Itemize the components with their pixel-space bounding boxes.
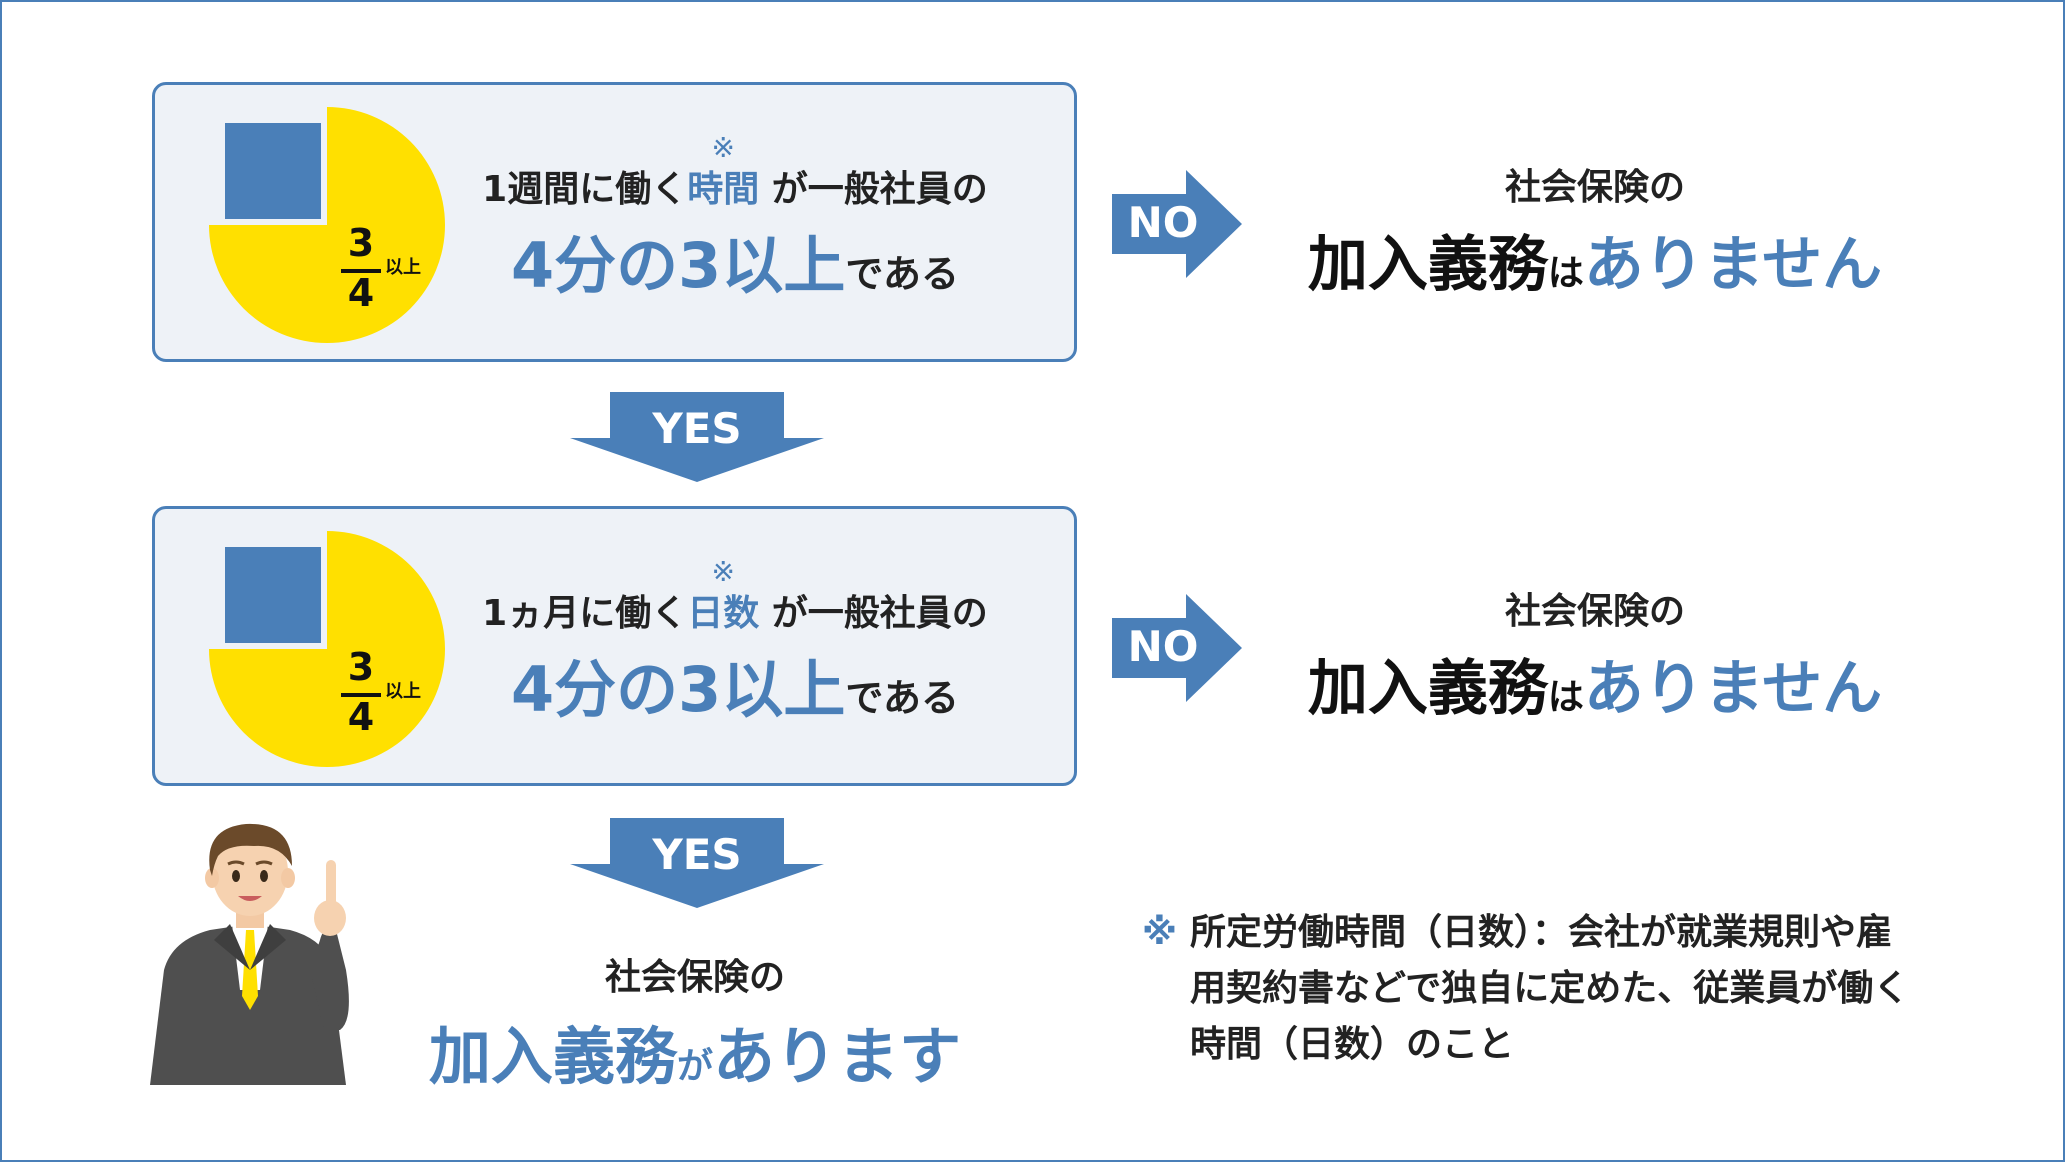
condition-highlight: ※時間 [687, 131, 760, 210]
fraction-bar [341, 269, 381, 273]
condition-threshold: 4分の3以上 [511, 229, 846, 302]
footnote-mark: ※ [1142, 912, 1177, 953]
businessman-illustration [150, 823, 349, 1085]
no-arrow-1: NO [1112, 170, 1242, 278]
result-sub: 社会保険の [1504, 167, 1685, 208]
fraction-numerator: 3 [347, 221, 375, 265]
no-arrow-2: NO [1112, 594, 1242, 702]
result-no-obligation-1: 社会保険の 加入義務はありません [1240, 158, 1950, 303]
fraction-label: 以上 [385, 257, 421, 278]
result-sub: 社会保険の [1504, 591, 1685, 632]
condition-line1: 1週間に働く※時間 が一般社員の [455, 131, 1015, 212]
condition-line1: 1ヵ月に働く※日数 が一般社員の [455, 555, 1015, 636]
yes-arrow-1: YES [570, 392, 824, 482]
fraction-label: 以上 [385, 681, 421, 702]
fraction-denominator: 4 [347, 271, 375, 315]
result-obligation: 社会保険の 加入義務があります [380, 948, 1010, 1096]
result-no-obligation-2: 社会保険の 加入義務はありません [1240, 582, 1950, 727]
fraction-denominator: 4 [347, 695, 375, 739]
yes-arrow-2: YES [570, 818, 824, 908]
no-label: NO [1127, 198, 1199, 247]
condition-box-monthly-days: 3 4 以上 1ヵ月に働く※日数 が一般社員の 4分の3以上である [152, 506, 1077, 786]
condition-line2: 4分の3以上である [455, 639, 1015, 729]
result-main: 加入義務はありません [1307, 654, 1883, 724]
result-main: 加入義務はありません [1307, 230, 1883, 300]
footnote-text: 所定労働時間（日数）：会社が就業規則や雇用契約書などで独自に定めた、従業員が働く… [1190, 912, 1910, 1065]
condition-suffix: が一般社員の [771, 593, 988, 634]
condition-ending: である [845, 676, 959, 720]
yes-label: YES [652, 404, 742, 453]
condition-prefix: 1週間に働く [482, 169, 688, 210]
footnote: ※ 所定労働時間（日数）：会社が就業規則や雇用契約書などで独自に定めた、従業員が… [1142, 905, 1922, 1073]
condition-line2: 4分の3以上である [455, 215, 1015, 305]
condition-threshold: 4分の3以上 [511, 653, 846, 726]
fraction-numerator: 3 [347, 645, 375, 689]
condition-box-weekly-hours: 3 4 以上 1週間に働く※時間 が一般社員の 4分の3以上である [152, 82, 1077, 362]
condition-prefix: 1ヵ月に働く [482, 593, 688, 634]
footnote-mark: ※ [711, 555, 735, 588]
yes-label: YES [652, 830, 742, 879]
fraction-bar [341, 693, 381, 697]
pie-chart-three-quarters [209, 531, 445, 767]
result-main: 加入義務があります [428, 1020, 962, 1093]
footnote-mark: ※ [711, 131, 735, 164]
condition-ending: である [845, 252, 959, 296]
result-sub: 社会保険の [604, 957, 785, 998]
no-label: NO [1127, 622, 1199, 671]
condition-highlight: ※日数 [687, 555, 760, 634]
pie-chart-three-quarters [209, 107, 445, 343]
condition-suffix: が一般社員の [771, 169, 988, 210]
